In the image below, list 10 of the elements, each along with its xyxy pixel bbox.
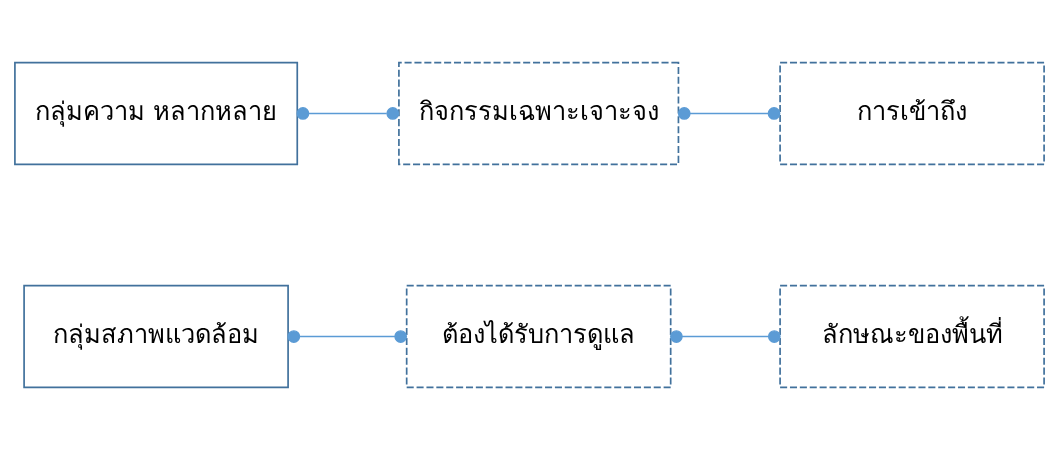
node-box: ลักษณะของพื้นที่ xyxy=(779,284,1045,389)
node-box: การเข้าถึง xyxy=(779,61,1045,166)
connector xyxy=(677,107,781,120)
connector xyxy=(296,107,400,120)
connector xyxy=(287,330,408,343)
node-box: ต้องได้รับการดูแล xyxy=(405,284,672,389)
node-box: กลุ่มความ หลากหลาย xyxy=(14,61,299,166)
connector xyxy=(670,330,781,343)
node-box: กลุ่มสภาพแวดล้อม xyxy=(23,284,289,389)
node-box: กิจกรรมเฉพาะเจาะจง xyxy=(398,61,680,166)
